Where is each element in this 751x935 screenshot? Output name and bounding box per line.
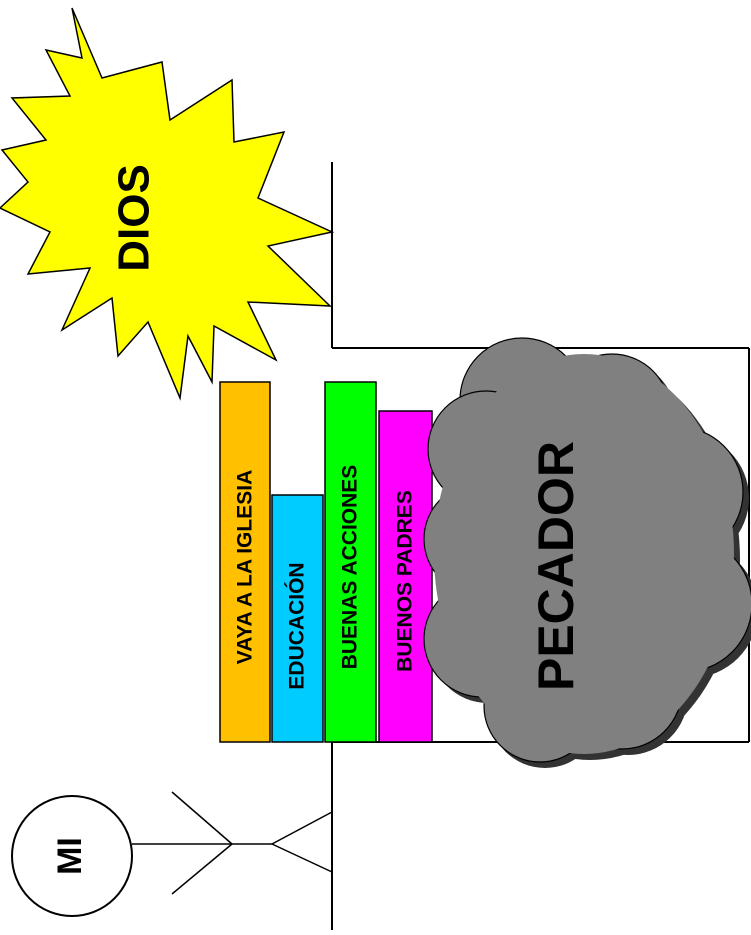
block-good-deeds: BUENAS ACCIONES: [324, 381, 377, 743]
sinner-cloud: PECADOR: [423, 337, 751, 768]
block-good-parents: BUENOS PADRES: [378, 410, 433, 743]
god-label: DIOS: [110, 164, 159, 272]
block-good-deeds-label: BUENAS ACCIONES: [339, 465, 362, 670]
block-education-label: EDUCACIÓN: [285, 562, 309, 689]
block-good-parents-rect: [378, 410, 433, 743]
me-figure: MI: [11, 791, 333, 917]
god-starburst: DIOS: [0, 7, 335, 401]
block-good-deeds-rect: [324, 381, 377, 743]
block-church: VAYA A LA IGLESIA: [219, 381, 271, 743]
sinner-label: PECADOR: [528, 441, 584, 691]
cloud-core: [434, 354, 734, 754]
me-head: [11, 795, 133, 917]
me-body: [132, 791, 333, 895]
me-label: MI: [51, 837, 89, 875]
block-good-parents-label: BUENOS PADRES: [394, 490, 417, 672]
block-education-rect: [271, 494, 324, 743]
block-church-rect: [219, 381, 271, 743]
block-education: EDUCACIÓN: [271, 494, 324, 743]
effort-blocks: VAYA A LA IGLESIA EDUCACIÓN BUENAS ACCIO…: [219, 381, 433, 743]
starburst-shape: [0, 7, 335, 401]
block-church-label: VAYA A LA IGLESIA: [234, 470, 257, 665]
